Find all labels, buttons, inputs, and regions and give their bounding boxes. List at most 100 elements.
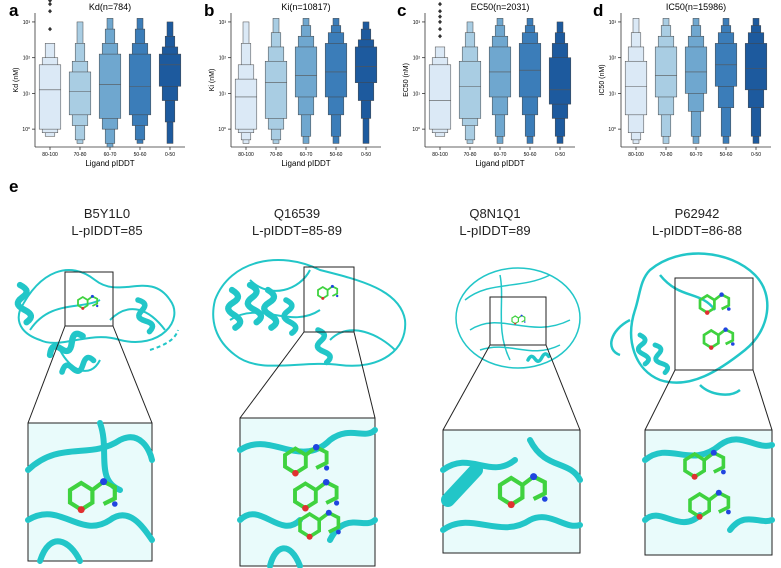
- y-tick-label: 10²: [609, 56, 617, 62]
- y-axis-label: Ki (nM): [209, 69, 216, 92]
- boxen-main-box: [458, 60, 482, 119]
- x-tick-label: 0-50: [165, 152, 175, 158]
- boxen-main-box: [354, 46, 378, 83]
- structure-id: P62942: [674, 206, 720, 221]
- boxen-main-box: [744, 43, 768, 91]
- y-axis-label: Kd (nM): [13, 68, 20, 93]
- outlier-point: [48, 0, 52, 3]
- outlier-point: [48, 26, 52, 32]
- boxen-main-box: [548, 57, 572, 105]
- x-tick-label: 60-70: [104, 152, 117, 158]
- x-tick-label: 80-100: [628, 152, 644, 158]
- y-tick-label: 10²: [413, 56, 421, 62]
- y-tick-label: 10²: [23, 56, 31, 62]
- x-tick-label: 80-100: [238, 152, 254, 158]
- boxen-main-box: [324, 43, 348, 98]
- x-tick-label: 70-80: [464, 152, 477, 158]
- ki-boxen-chart: Ki(n=10817) 10⁰ 10¹ 10² 10³ Ki (nM) 80-100 70-8…: [209, 2, 381, 168]
- x-tick-label: 50-60: [330, 152, 343, 158]
- x-tick-label: 60-70: [690, 152, 703, 158]
- structure-title-1: B5Y1L0 L-pIDDT=85: [22, 205, 192, 239]
- outlier-point: [438, 26, 442, 32]
- chart-title: EC50(n=2031): [471, 2, 530, 12]
- y-tick-label: 10⁰: [22, 127, 30, 133]
- boxen-main-box: [428, 64, 452, 130]
- x-tick-label: 50-60: [524, 152, 537, 158]
- structure-plddt: L-pIDDT=89: [459, 223, 531, 238]
- outlier-point: [438, 34, 442, 39]
- boxen-main-box: [624, 60, 648, 116]
- x-axis-label: Ligand pIDDT: [281, 159, 330, 168]
- ec50-boxen-chart: EC50(n=2031) 10⁰ 10¹ 10² 10³ EC50 (nM) 80-100 7…: [403, 1, 575, 168]
- chart-title: IC50(n=15986): [666, 2, 726, 12]
- panel-letter-a: a: [9, 1, 19, 20]
- y-tick-label: 10⁰: [218, 127, 226, 133]
- x-axis-label: Ligand pIDDT: [85, 159, 134, 168]
- protein-q16539-structure: [212, 259, 407, 568]
- outlier-point: [438, 14, 442, 19]
- y-axis-label: IC50 (nM): [599, 64, 606, 95]
- structure-title-3: Q8N1Q1 L-pIDDT=89: [410, 205, 580, 239]
- panel-letter-c: c: [397, 1, 407, 20]
- y-tick-label: 10³: [219, 20, 227, 26]
- structure-id: Q8N1Q1: [469, 206, 521, 221]
- y-tick-label: 10³: [609, 20, 617, 26]
- boxen-main-box: [684, 46, 708, 94]
- panel-letter-e: e: [9, 177, 19, 196]
- x-tick-label: 70-80: [660, 152, 673, 158]
- boxen-main-box: [68, 71, 92, 116]
- x-tick-label: 70-80: [74, 152, 87, 158]
- x-tick-label: 50-60: [720, 152, 733, 158]
- panel-letter-b: b: [204, 1, 215, 20]
- structure-title-2: Q16539 L-pIDDT=85-89: [212, 205, 382, 239]
- x-tick-label: 0-50: [555, 152, 565, 158]
- ic50-boxen-chart: IC50(n=15986) 10⁰ 10¹ 10² 10³ IC50 (nM) 80-100…: [599, 2, 771, 158]
- x-tick-label: 70-80: [270, 152, 283, 158]
- panel-letter-d: d: [593, 1, 604, 20]
- outlier-point: [48, 9, 52, 14]
- boxen-main-box: [158, 53, 182, 87]
- structure-id: B5Y1L0: [83, 206, 131, 221]
- x-tick-label: 0-50: [361, 152, 371, 158]
- boxen-main-box: [98, 53, 122, 119]
- x-tick-label: 60-70: [300, 152, 313, 158]
- y-axis-label: EC50 (nM): [403, 63, 410, 97]
- x-tick-label: 80-100: [42, 152, 58, 158]
- x-tick-label: 60-70: [494, 152, 507, 158]
- boxen-main-box: [128, 53, 152, 116]
- protein-q8n1q1-structure: [440, 267, 583, 554]
- structure-plddt: L-pIDDT=85-89: [252, 223, 342, 238]
- protein-b5y1l0-structure: [15, 269, 179, 564]
- y-tick-label: 10¹: [23, 91, 31, 97]
- x-tick-label: 50-60: [134, 152, 147, 158]
- y-tick-label: 10⁰: [608, 127, 616, 133]
- outlier-point: [438, 9, 442, 14]
- y-tick-label: 10⁰: [412, 127, 420, 133]
- outlier-point: [48, 1, 52, 7]
- y-tick-label: 10³: [413, 20, 421, 26]
- boxen-main-box: [654, 46, 678, 98]
- y-tick-label: 10²: [219, 56, 227, 62]
- boxen-main-box: [38, 64, 62, 130]
- y-tick-label: 10³: [23, 20, 31, 26]
- y-tick-label: 10¹: [413, 91, 421, 97]
- chart-title: Ki(n=10817): [281, 2, 330, 12]
- boxen-main-box: [234, 78, 258, 130]
- kd-boxen-chart: Kd(n=784) 10⁰ 10¹ 10² 10³ Kd (nM) 80-100 70-80 6…: [13, 0, 185, 168]
- x-tick-label: 0-50: [751, 152, 761, 158]
- x-tick-label: 80-100: [432, 152, 448, 158]
- y-tick-label: 10¹: [609, 91, 617, 97]
- outlier-point: [438, 1, 442, 7]
- y-tick-label: 10¹: [219, 91, 227, 97]
- structure-id: Q16539: [273, 206, 321, 221]
- outlier-point: [438, 19, 442, 25]
- structure-plddt: L-pIDDT=85: [71, 223, 143, 238]
- structure-plddt: L-pIDDT=86-88: [652, 223, 742, 238]
- protein-p62942-structure: [610, 252, 775, 556]
- x-axis-label: Ligand pIDDT: [475, 159, 524, 168]
- structure-title-4: P62942 L-pIDDT=86-88: [612, 205, 781, 239]
- chart-title: Kd(n=784): [89, 2, 131, 12]
- boxen-main-box: [264, 60, 288, 119]
- boxen-main-box: [294, 46, 318, 98]
